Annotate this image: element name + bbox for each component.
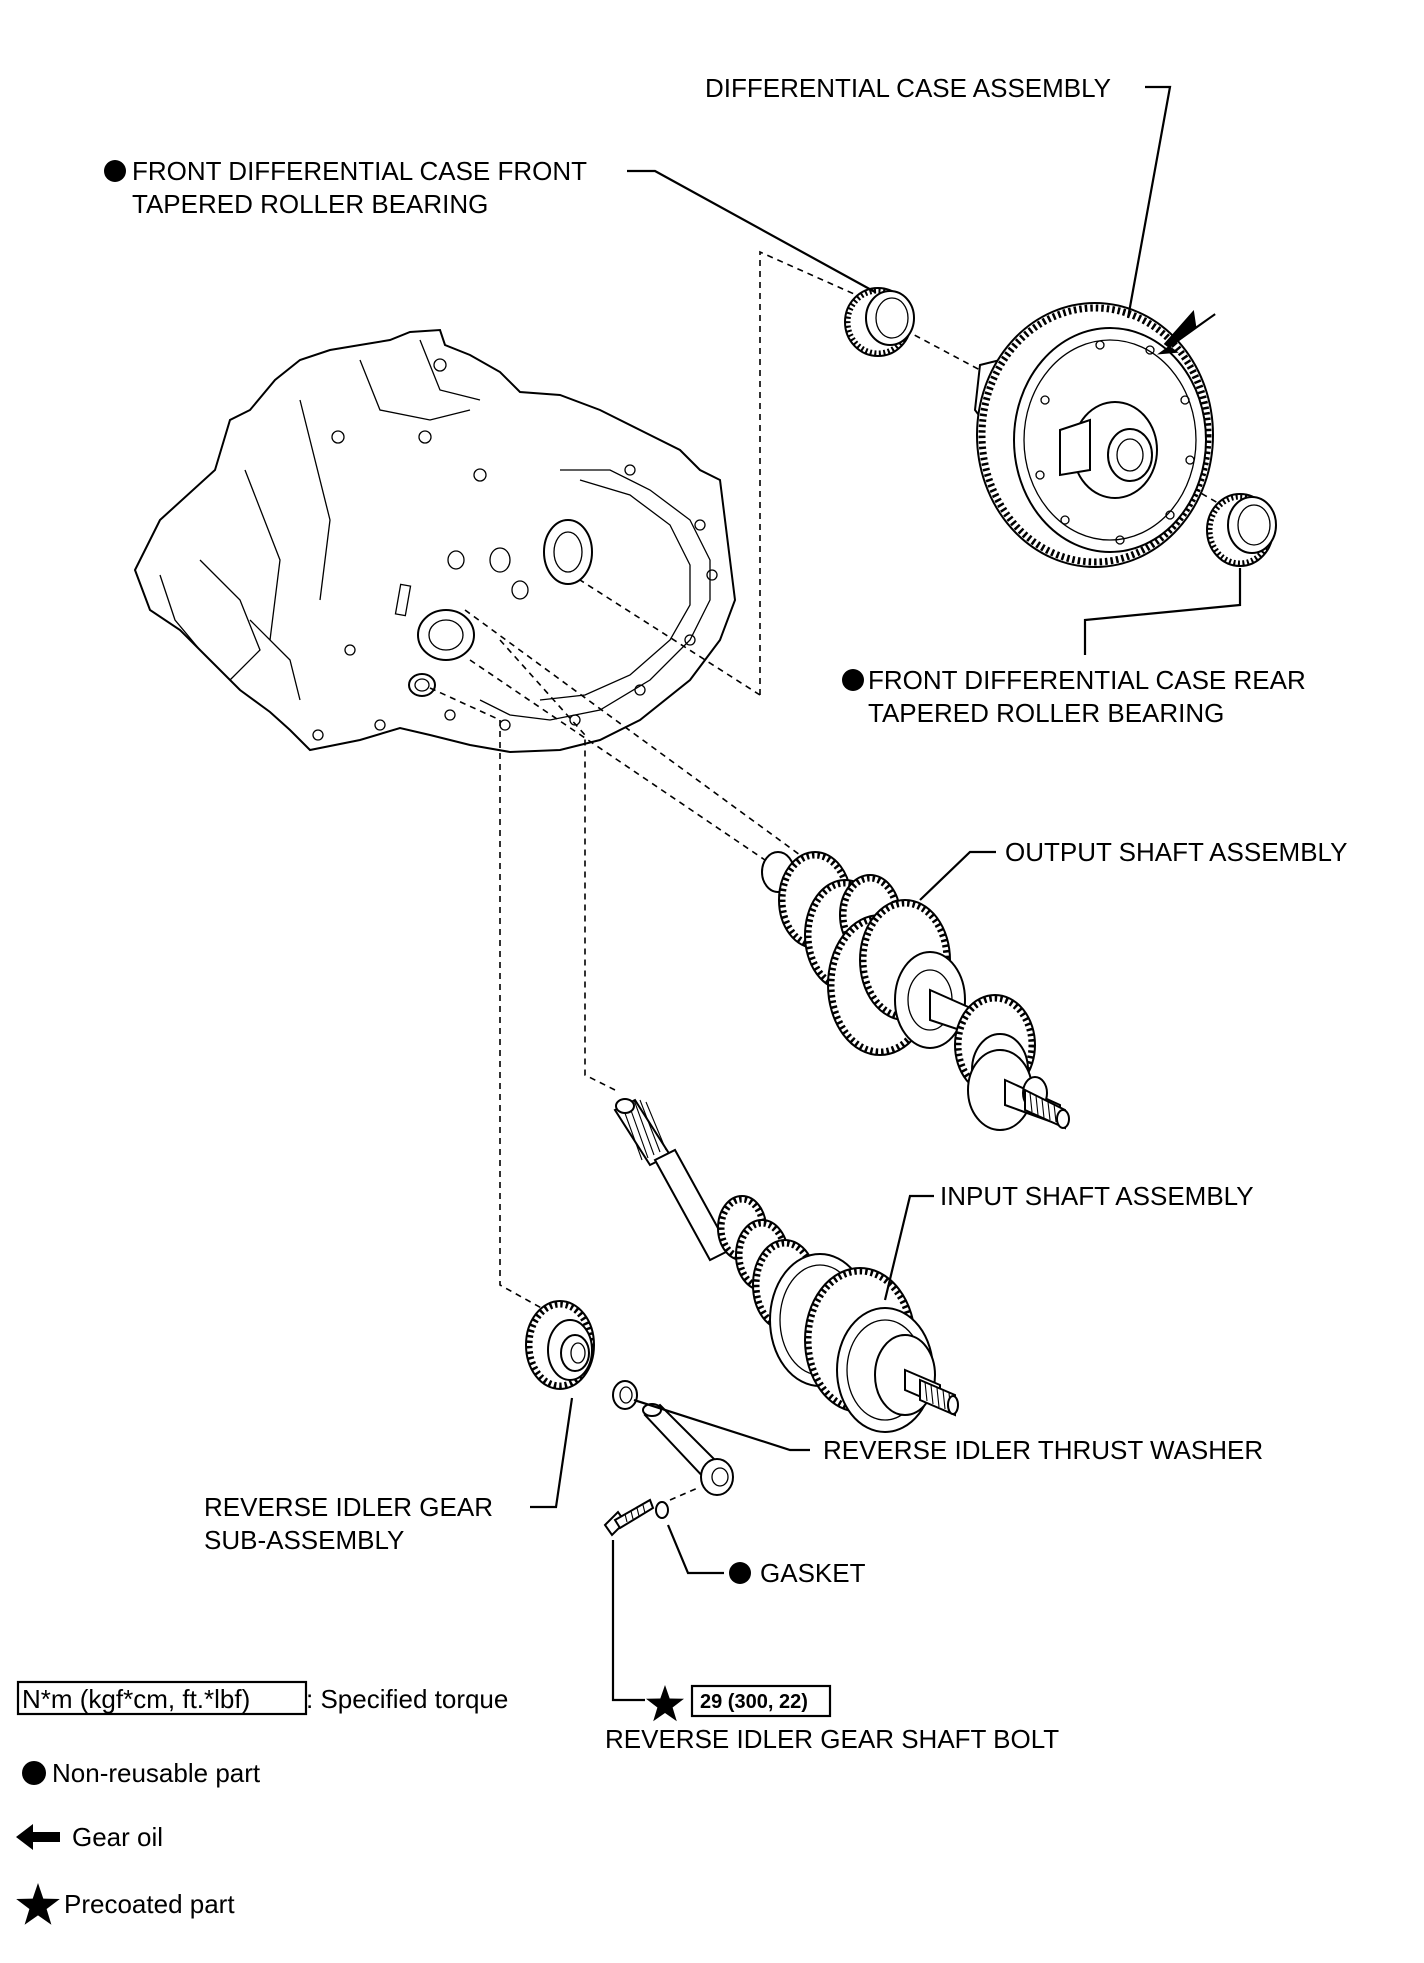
gear-oil-arrow-icon (1156, 309, 1216, 355)
legend-precoated-star-icon (16, 1883, 60, 1925)
label-rear-bearing-line2: TAPERED ROLLER BEARING (868, 698, 1224, 728)
label-output-shaft-assembly: OUTPUT SHAFT ASSEMBLY (1005, 837, 1347, 867)
input-shaft-assembly (613, 1098, 959, 1433)
legend-gear-oil-arrow-icon (16, 1824, 60, 1850)
label-input-shaft-assembly: INPUT SHAFT ASSEMBLY (940, 1181, 1254, 1211)
label-front-bearing-line2: TAPERED ROLLER BEARING (132, 189, 488, 219)
legend: N*m (kgf*cm, ft.*lbf) : Specified torque… (16, 1680, 508, 1925)
label-reverse-idler-gear-shaft-bolt: REVERSE IDLER GEAR SHAFT BOLT (605, 1724, 1059, 1754)
non-reusable-icon (842, 669, 864, 691)
legend-gear-oil: Gear oil (72, 1822, 163, 1852)
label-rear-bearing-line1: FRONT DIFFERENTIAL CASE REAR (868, 665, 1306, 695)
label-reverse-idler-gear-line2: SUB-ASSEMBLY (204, 1525, 404, 1555)
front-differential-rear-bearing (1206, 493, 1277, 567)
transaxle-case (133, 328, 737, 754)
label-reverse-idler-gear-line1: REVERSE IDLER GEAR (204, 1492, 493, 1522)
legend-torque-box (16, 1680, 308, 1716)
legend-precoated: Precoated part (64, 1889, 235, 1919)
torque-value-box (690, 1684, 832, 1718)
label-gasket: GASKET (760, 1558, 866, 1588)
label-torque-value: 29 (300, 22) (700, 1691, 808, 1713)
non-reusable-icon (729, 1562, 751, 1584)
label-front-bearing-line1: FRONT DIFFERENTIAL CASE FRONT (132, 156, 587, 186)
legend-torque-desc: : Specified torque (306, 1684, 508, 1714)
legend-torque-units: N*m (kgf*cm, ft.*lbf) (22, 1684, 250, 1714)
leader-lines (530, 85, 1242, 1702)
legend-non-reusable-icon (22, 1761, 46, 1785)
label-reverse-idler-thrust-washer: REVERSE IDLER THRUST WASHER (823, 1435, 1263, 1465)
precoated-star-icon (646, 1685, 684, 1722)
output-shaft-assembly (761, 851, 1070, 1131)
gasket-part (655, 1501, 669, 1519)
label-differential-case-assembly: DIFFERENTIAL CASE ASSEMBLY (705, 73, 1111, 103)
assembly-guide-lines (429, 250, 1231, 1501)
front-differential-front-bearing (844, 287, 915, 357)
non-reusable-icon (104, 160, 126, 182)
reverse-idler-gear (525, 1300, 595, 1390)
differential-case-assembly (973, 302, 1216, 568)
legend-non-reusable: Non-reusable part (52, 1758, 261, 1788)
reverse-idler-gear-shaft-bolt (603, 1498, 655, 1537)
reverse-idler-thrust-washer (612, 1380, 638, 1410)
part-labels: DIFFERENTIAL CASE ASSEMBLY FRONT DIFFERE… (104, 73, 1347, 1754)
